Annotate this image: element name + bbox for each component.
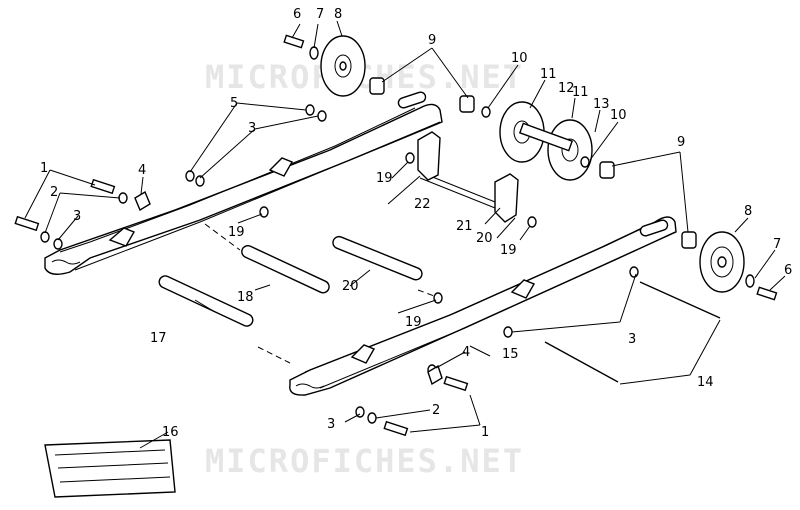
callout-11: 11 <box>540 67 557 82</box>
callout-labels: 6 7 8 9 10 11 12 11 13 10 9 8 7 6 5 3 1 … <box>40 7 792 440</box>
callout-9: 9 <box>428 33 436 48</box>
callout-20: 20 <box>476 231 493 246</box>
track-inset <box>44 439 176 498</box>
callout-13: 13 <box>593 97 610 112</box>
spacer-9-top <box>369 77 385 95</box>
callout-4: 4 <box>138 163 146 178</box>
washers <box>40 104 639 424</box>
callout-21: 21 <box>456 219 473 234</box>
upright-bracket-left <box>417 131 441 181</box>
rod-14 <box>544 281 721 383</box>
callout-2: 2 <box>50 185 58 200</box>
spacer-9-right <box>599 161 615 179</box>
callout-4b: 4 <box>462 345 470 360</box>
callout-22: 22 <box>414 197 431 212</box>
callout-1b: 1 <box>481 425 489 440</box>
callout-5: 5 <box>230 96 238 111</box>
callout-9b: 9 <box>677 135 685 150</box>
callout-3: 3 <box>248 121 256 136</box>
bolt-1-left <box>14 178 116 232</box>
callout-1: 1 <box>40 161 48 176</box>
callout-3c: 3 <box>628 332 636 347</box>
cross-shaft-18 <box>204 223 330 294</box>
callout-14: 14 <box>697 375 714 390</box>
callout-19b: 19 <box>500 243 517 258</box>
idler-wheel-pair <box>499 101 593 181</box>
callout-12: 12 <box>558 81 575 96</box>
callout-20b: 20 <box>342 279 359 294</box>
callout-6b: 6 <box>784 263 792 278</box>
callout-10: 10 <box>511 51 528 66</box>
leader-lines <box>24 20 786 449</box>
callout-15: 15 <box>502 347 519 362</box>
cross-shaft-17 <box>158 275 291 364</box>
idler-wheel-right <box>699 231 745 293</box>
callout-7: 7 <box>316 7 324 22</box>
callout-19c: 19 <box>228 225 245 240</box>
spacer-9-mid <box>459 95 475 113</box>
spacer-9-low <box>681 231 697 249</box>
bolt-6-top <box>283 34 319 60</box>
bolt-1-lower <box>383 375 469 437</box>
bolt-6-right <box>745 274 778 301</box>
callout-7b: 7 <box>773 237 781 252</box>
callout-3b: 3 <box>73 209 81 224</box>
callout-8b: 8 <box>744 204 752 219</box>
upright-bracket-right <box>494 173 519 223</box>
idler-wheel-top <box>320 35 366 97</box>
watermark-bottom: MICROFICHES.NET <box>205 442 524 480</box>
callout-19d: 19 <box>405 315 422 330</box>
callout-17: 17 <box>150 331 167 346</box>
upper-rail <box>44 91 443 275</box>
lower-rail <box>289 216 677 396</box>
callout-6: 6 <box>293 7 301 22</box>
callout-16: 16 <box>162 425 179 440</box>
callout-3d: 3 <box>327 417 335 432</box>
callout-8: 8 <box>334 7 342 22</box>
callout-10b: 10 <box>610 108 627 123</box>
callout-19: 19 <box>376 171 393 186</box>
callout-2b: 2 <box>432 403 440 418</box>
callout-11b: 11 <box>572 85 589 100</box>
callout-18: 18 <box>237 290 254 305</box>
